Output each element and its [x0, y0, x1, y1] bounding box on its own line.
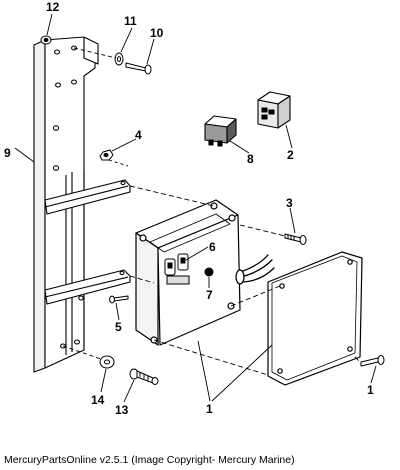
callout-7: 7: [206, 288, 213, 302]
upper-cross-strap: [44, 179, 131, 215]
callout-11: 11: [124, 14, 137, 28]
washer-part-11: [114, 52, 124, 66]
callout-3: 3: [286, 196, 293, 210]
screw-part-1-cover: [360, 355, 385, 367]
bolt-part-3: [284, 233, 307, 245]
callout-9: 9: [4, 146, 11, 160]
nut-part-12: [40, 35, 52, 45]
relay-part-2: [257, 91, 291, 129]
control-box-part-1: [135, 199, 241, 346]
grommet-part-7: [204, 267, 214, 277]
screw-part-5: [109, 295, 129, 304]
callout-4: 4: [135, 128, 142, 142]
breaker-part-8: [204, 115, 237, 147]
wire-harness: [235, 254, 275, 285]
callout-5: 5: [115, 320, 122, 334]
callout-14: 14: [91, 393, 105, 407]
lower-cross-strap: [44, 269, 131, 305]
callout-1-bottom: 1: [367, 383, 374, 397]
cover-plate: [267, 251, 363, 386]
callout-8: 8: [247, 152, 254, 166]
bolt-part-13: [129, 368, 159, 385]
callout-12: 12: [46, 0, 60, 14]
sockets-part-6: [164, 253, 190, 285]
screw-part-10: [125, 62, 152, 75]
callout-10: 10: [150, 26, 164, 40]
callout-13: 13: [115, 403, 129, 417]
explode-lines: [129, 185, 362, 376]
callout-1-lower: 1: [206, 402, 213, 416]
callout-6: 6: [209, 240, 216, 254]
copyright-caption: MercuryPartsOnline v2.5.1 (Image Copyrig…: [4, 454, 295, 466]
nut-part-4: [99, 149, 114, 161]
callout-2: 2: [287, 148, 294, 162]
washer-part-14: [99, 355, 115, 369]
leader-lines: [14, 13, 377, 403]
